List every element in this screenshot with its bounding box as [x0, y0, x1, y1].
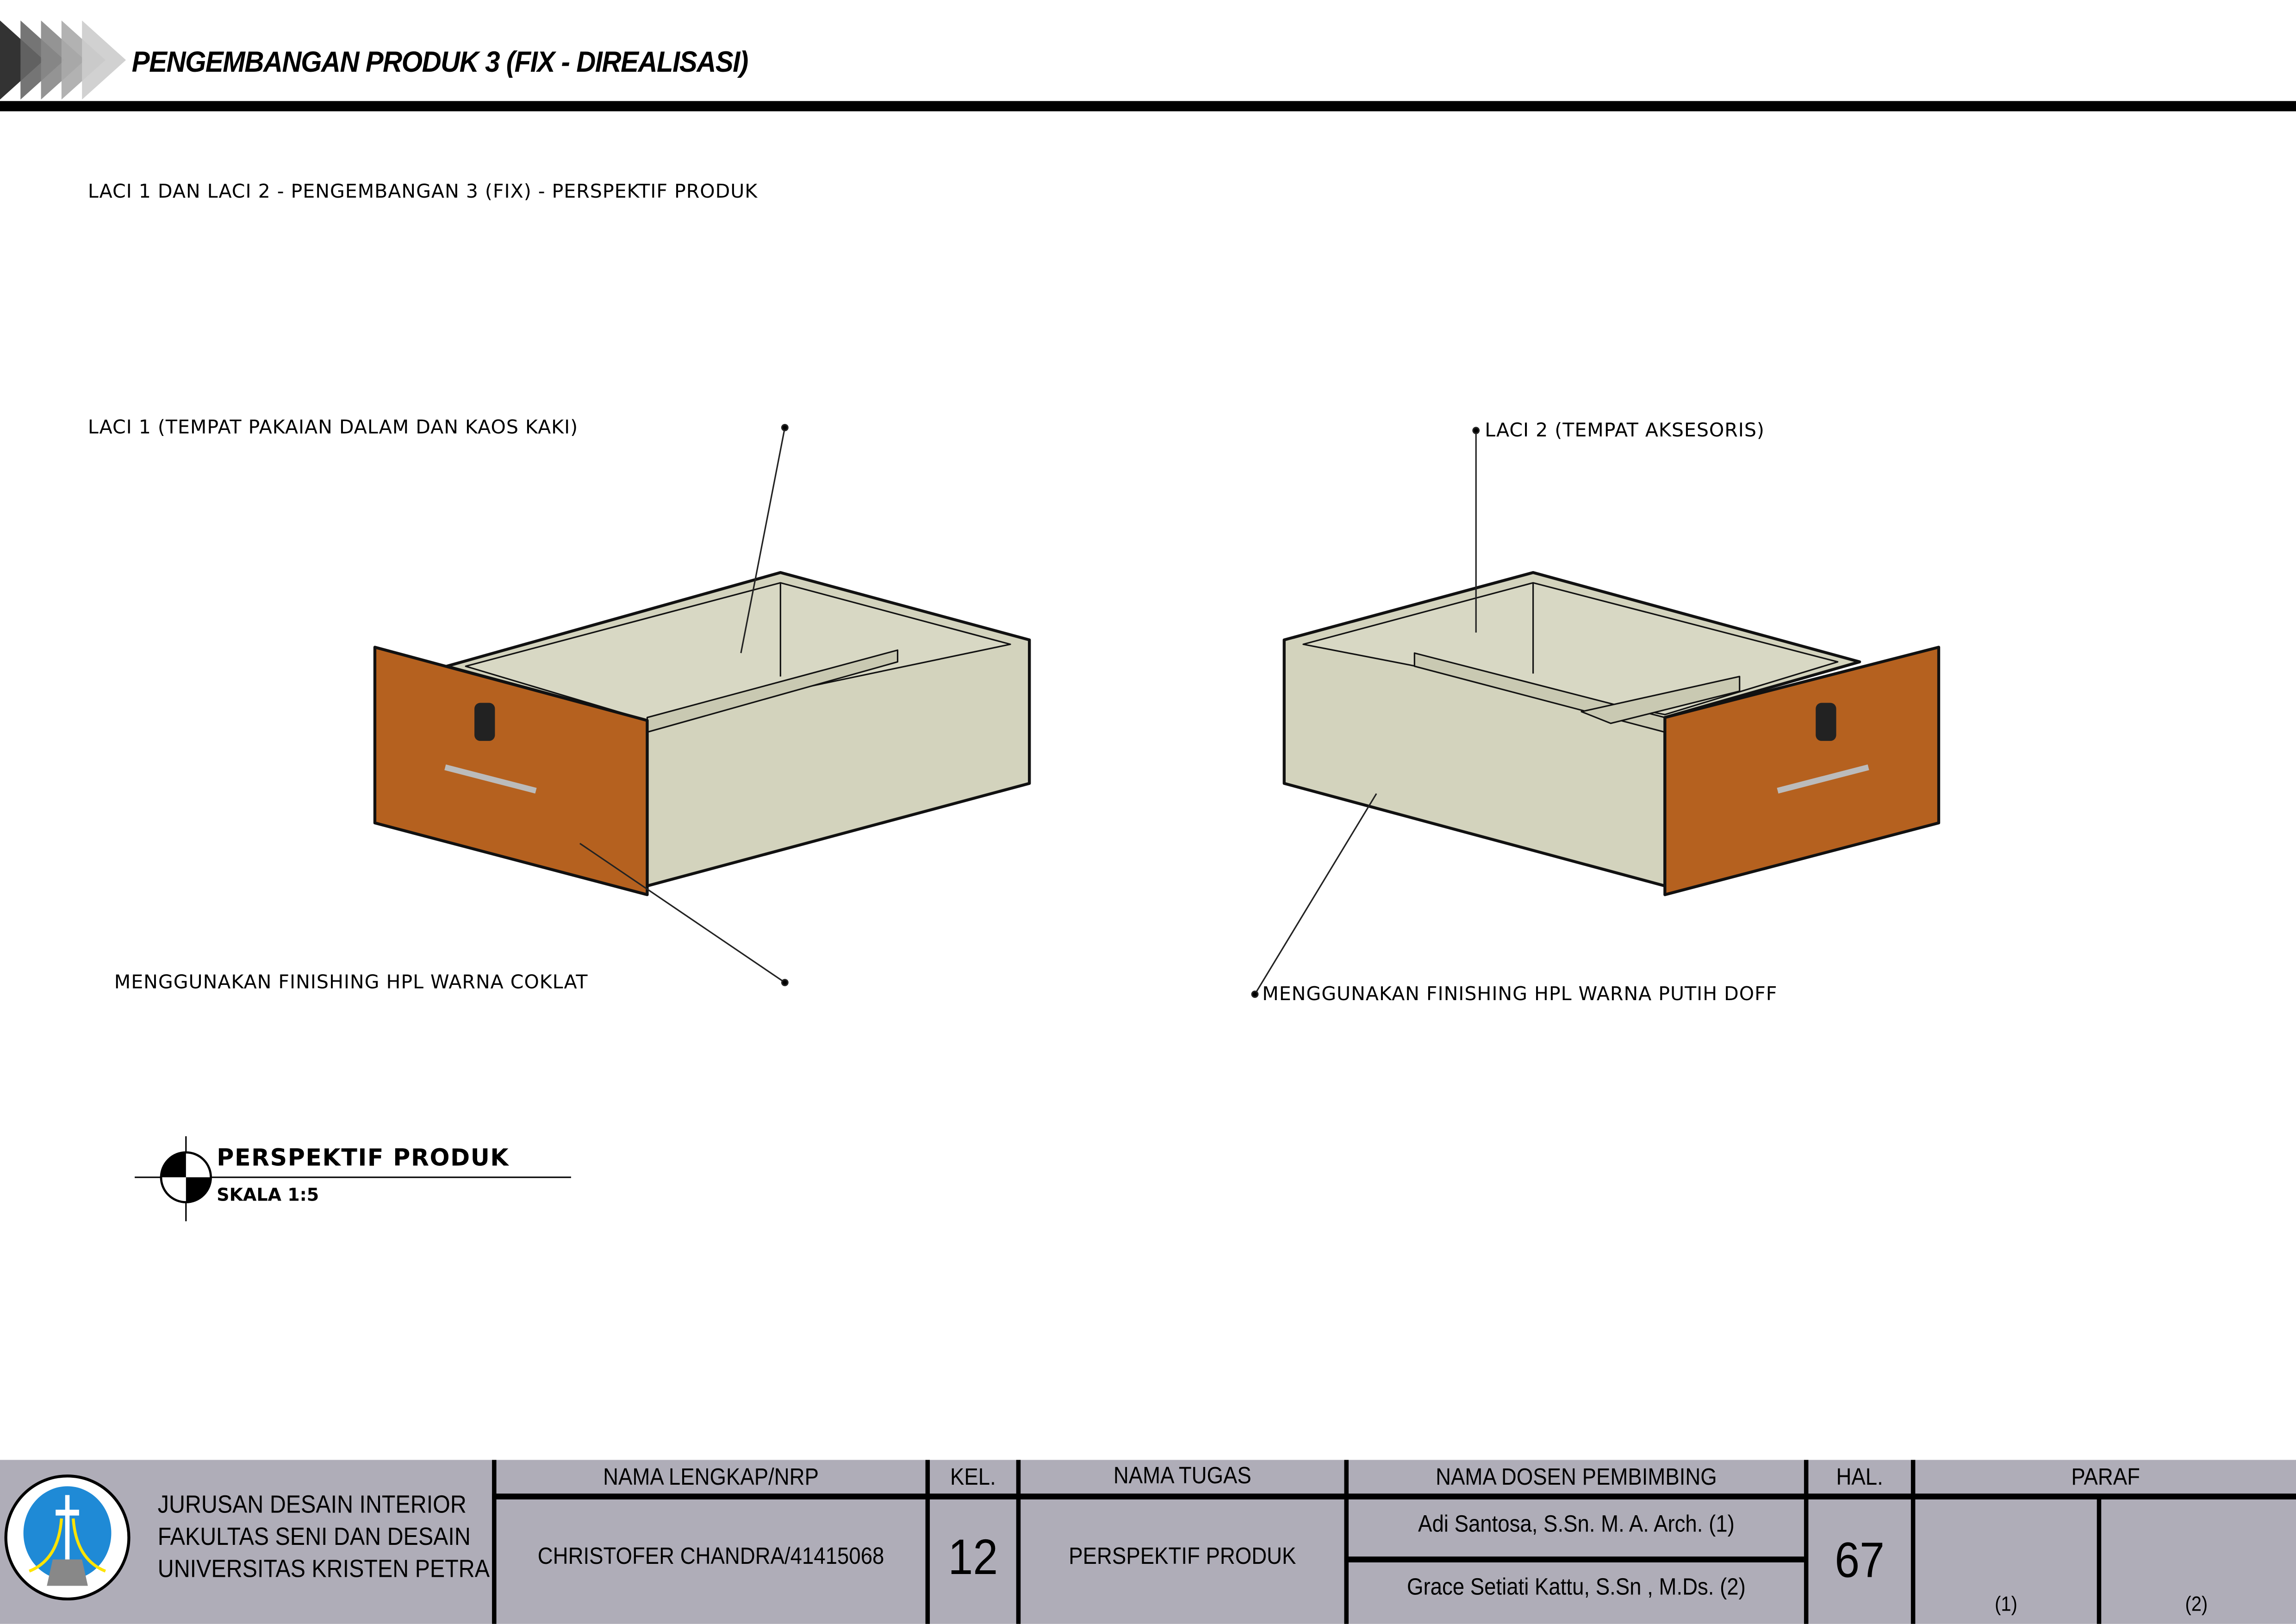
laci1-label: LACI 1 (TEMPAT PAKAIAN DALAM DAN KAOS KA… [87, 417, 579, 440]
task-value: PERSPEKTIF PRODUK [1069, 1544, 1296, 1570]
paraf-header: PARAF [2071, 1466, 2140, 1491]
institution-line: UNIVERSITAS KRISTEN PETRA [157, 1555, 490, 1583]
laci1-finish-label: MENGGUNAKAN FINISHING HPL WARNA COKLAT [114, 972, 588, 995]
advisor-header: NAMA DOSEN PEMBIMBING [1436, 1466, 1717, 1491]
page-title: PENGEMBANGAN PRODUK 3 (FIX - DIREALISASI… [131, 47, 749, 79]
view-marker-icon [135, 1136, 571, 1221]
title-block: JURUSAN DESAIN INTERIOR FAKULTAS SENI DA… [0, 1460, 2296, 1624]
view-scale: SKALA 1:5 [217, 1184, 319, 1205]
leader-lines [579, 423, 1480, 998]
paraf-1: (1) [1995, 1592, 2017, 1615]
drawer-2 [1282, 571, 1941, 896]
kel-value: 12 [948, 1530, 998, 1586]
paraf-2: (2) [2185, 1592, 2208, 1615]
drawing-subtitle: LACI 1 DAN LACI 2 - PENGEMBANGAN 3 (FIX)… [87, 181, 758, 204]
institution-name: JURUSAN DESAIN INTERIOR FAKULTAS SENI DA… [157, 1489, 490, 1586]
institution-line: FAKULTAS SENI DAN DESAIN [157, 1523, 471, 1551]
page-number: 67 [1835, 1533, 1885, 1589]
name-header: NAMA LENGKAP/NRP [603, 1466, 819, 1491]
advisor-2: Grace Setiati Kattu, S.Sn , M.Ds. (2) [1407, 1575, 1746, 1601]
chevron-arrows-icon [0, 20, 126, 100]
university-logo [4, 1475, 131, 1601]
name-value: CHRISTOFER CHANDRA/41415068 [537, 1544, 884, 1570]
drawer-illustrations [135, 423, 1941, 1221]
task-header: NAMA TUGAS [1113, 1464, 1251, 1489]
advisor-1: Adi Santosa, S.Sn. M. A. Arch. (1) [1418, 1512, 1735, 1538]
view-title: PERSPEKTIF PRODUK [217, 1144, 510, 1172]
kel-header: KEL. [950, 1466, 996, 1491]
laci2-finish-label: MENGGUNAKAN FINISHING HPL WARNA PUTIH DO… [1262, 984, 1778, 1006]
drawer-1 [373, 571, 1031, 896]
institution-line: JURUSAN DESAIN INTERIOR [157, 1490, 467, 1518]
page-header: HAL. [1836, 1466, 1883, 1491]
header-divider [0, 101, 2296, 112]
laci2-label: LACI 2 (TEMPAT AKSESORIS) [1485, 420, 1765, 442]
